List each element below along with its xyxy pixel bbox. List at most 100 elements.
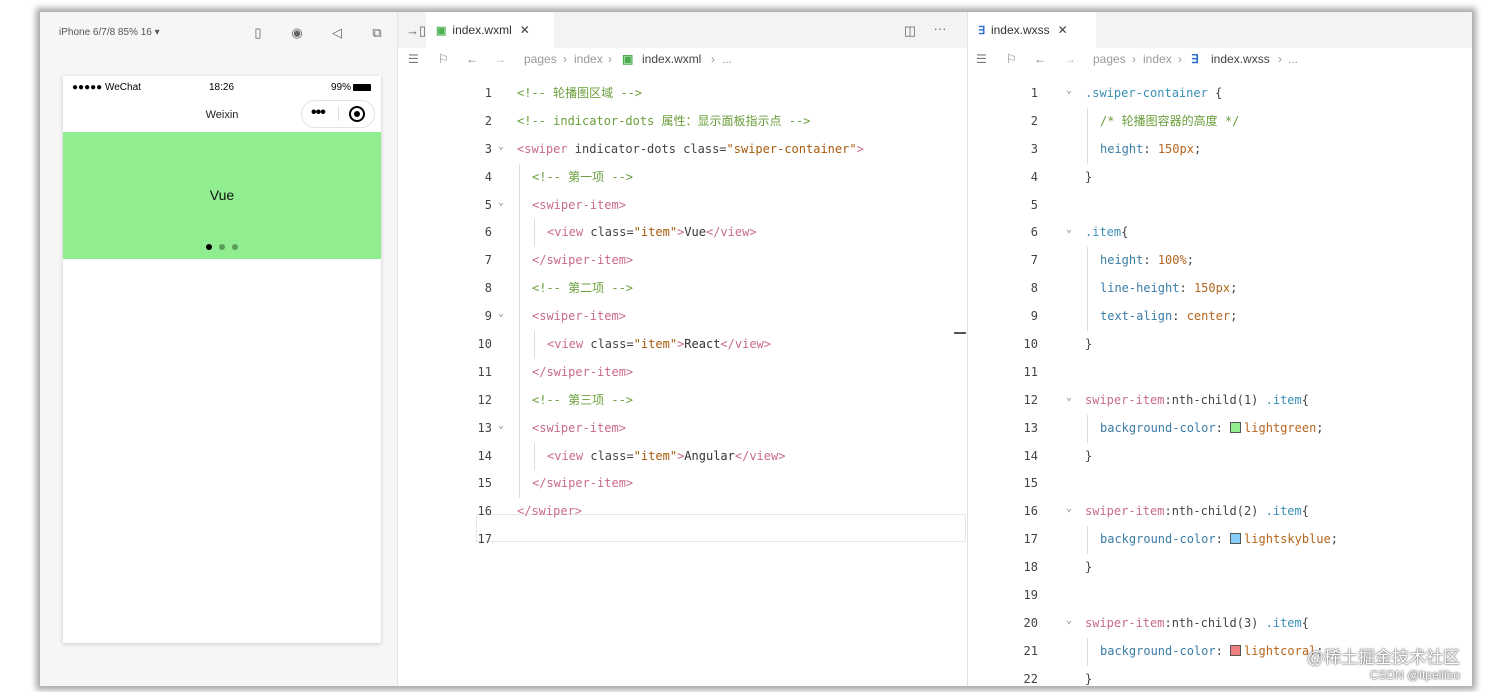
fold-chevron-icon[interactable]: ⌄ [498, 140, 505, 152]
code-line[interactable]: 11 [968, 359, 1472, 387]
code-line[interactable]: 7</swiper-item> [398, 247, 967, 276]
code-line[interactable]: 12⌄swiper-item:nth-child(1) .item{ [968, 387, 1472, 415]
fold-chevron-icon[interactable]: ⌄ [1066, 224, 1073, 236]
device-selector[interactable]: iPhone 6/7/8 85% 16 ▾ [59, 27, 160, 38]
fold-chevron-icon[interactable]: ⌄ [498, 419, 505, 431]
code-line[interactable]: 13⌄<swiper-item> [398, 414, 967, 443]
toggle-sidebar-icon[interactable]: →▯ [406, 23, 427, 38]
color-swatch-icon[interactable] [1230, 533, 1242, 545]
code-line[interactable]: 3⌄<swiper indicator-dots class="swiper-c… [398, 136, 967, 164]
more-icon[interactable]: ••• [311, 104, 326, 121]
indicator-dot[interactable] [232, 244, 238, 250]
indent-guide [1087, 526, 1088, 555]
fold-chevron-icon[interactable]: ⌄ [498, 308, 505, 320]
fold-chevron-icon[interactable]: ⌄ [1066, 85, 1073, 96]
close-miniprogram-icon[interactable] [349, 106, 365, 122]
code-line[interactable]: 2/* 轮播图容器的高度 */ [968, 107, 1472, 136]
code-line[interactable]: 1<!-- 轮播图区域 --> [398, 80, 967, 108]
close-tab-icon[interactable]: ✕ [1057, 23, 1068, 37]
forward-arrow-icon[interactable]: → [494, 52, 506, 66]
code-token: 150px [1193, 281, 1231, 296]
tab-index-wxss[interactable]: ∃ index.wxss ✕ [968, 12, 1096, 48]
code-line[interactable]: 14<view class="item">Angular</view> [398, 442, 967, 471]
back-arrow-icon[interactable]: ← [1034, 52, 1046, 66]
split-editor-icon[interactable]: ◫ [903, 23, 917, 38]
code-line[interactable]: 20⌄swiper-item:nth-child(3) .item{ [968, 610, 1472, 638]
swiper-container[interactable]: Vue [63, 132, 381, 259]
code-line[interactable]: 22} [968, 666, 1472, 686]
code-text: </swiper> [517, 498, 582, 526]
back-arrow-icon[interactable]: ← [466, 52, 478, 66]
code-line[interactable]: 8<!-- 第二项 --> [398, 275, 967, 304]
breadcrumb-item[interactable]: index.wxss [1211, 52, 1270, 66]
color-swatch-icon[interactable] [1230, 421, 1242, 433]
code-area[interactable]: 1<!-- 轮播图区域 -->2<!-- indicator-dots 属性：显… [398, 80, 967, 554]
breadcrumb-item[interactable]: index.wxml [642, 52, 702, 66]
code-line[interactable]: 14} [968, 443, 1472, 471]
code-line[interactable]: 11</swiper-item> [398, 358, 967, 387]
line-number: 7 [1030, 253, 1038, 268]
volume-icon[interactable]: ◁ [332, 25, 342, 40]
fold-chevron-icon[interactable]: ⌄ [498, 196, 505, 208]
window-icon[interactable]: ⧉ [372, 25, 382, 40]
indicator-dot[interactable] [219, 244, 225, 250]
forward-arrow-icon[interactable]: → [1064, 52, 1076, 66]
breadcrumb-item[interactable]: ... [1288, 52, 1299, 66]
breadcrumb-item[interactable]: ... [722, 52, 733, 66]
line-number: 2 [484, 113, 492, 128]
more-actions-icon[interactable]: ··· [933, 21, 947, 36]
wxml-editor[interactable]: →▯ ▣ index.wxml ✕ ◫ ··· ☰ ⚐ ← → pages › … [398, 12, 968, 686]
breadcrumb-item[interactable]: index [574, 52, 603, 66]
list-icon[interactable]: ☰ [408, 52, 419, 66]
wxss-editor[interactable]: ∃ index.wxss ✕ ☰ ⚐ ← → pages › index › ∃… [968, 12, 1472, 686]
fold-chevron-icon[interactable]: ⌄ [1066, 503, 1073, 515]
code-line[interactable]: 17 [398, 526, 967, 554]
code-line[interactable]: 19 [968, 582, 1472, 610]
code-line[interactable]: 10<view class="item">React</view> [398, 331, 967, 359]
color-swatch-icon[interactable] [1230, 644, 1242, 656]
code-line[interactable]: 12<!-- 第三项 --> [398, 386, 967, 415]
code-token: ; [1186, 253, 1194, 268]
indent-guide [519, 303, 520, 332]
fold-chevron-icon[interactable]: ⌄ [1066, 391, 1073, 403]
close-tab-icon[interactable]: ✕ [519, 23, 530, 37]
list-icon[interactable]: ☰ [976, 52, 987, 66]
code-line[interactable]: 15 [968, 470, 1472, 498]
code-token: ; [1316, 420, 1324, 435]
code-line[interactable]: 15</swiper-item> [398, 470, 967, 499]
breadcrumb-item[interactable]: pages [1093, 52, 1126, 66]
breadcrumb-item[interactable]: pages [524, 52, 557, 66]
code-line[interactable]: 18} [968, 554, 1472, 582]
code-line[interactable]: 16⌄swiper-item:nth-child(2) .item{ [968, 498, 1472, 526]
code-line[interactable]: 5 [968, 192, 1472, 220]
code-line[interactable]: 16</swiper> [398, 498, 967, 526]
code-line[interactable]: 5⌄<swiper-item> [398, 191, 967, 220]
indicator-dot-active[interactable] [206, 244, 212, 250]
bookmark-icon[interactable]: ⚐ [1006, 52, 1017, 66]
code-line[interactable]: 9⌄<swiper-item> [398, 303, 967, 332]
bookmark-icon[interactable]: ⚐ [438, 52, 449, 66]
code-line[interactable]: 2<!-- indicator-dots 属性：显示面板指示点 --> [398, 108, 967, 136]
code-line[interactable]: 4<!-- 第一项 --> [398, 163, 967, 192]
tab-index-wxml[interactable]: ▣ index.wxml ✕ [426, 12, 554, 48]
line-number: 6 [1030, 225, 1038, 240]
code-line[interactable]: 6⌄.item{ [968, 219, 1472, 247]
code-line[interactable]: 10} [968, 331, 1472, 359]
record-icon[interactable]: ◉ [291, 25, 303, 40]
menu-capsule[interactable]: ••• [301, 100, 375, 128]
code-line[interactable]: 4} [968, 164, 1472, 192]
code-line[interactable]: 1⌄.swiper-container { [968, 80, 1472, 108]
fold-chevron-icon[interactable]: ⌄ [1066, 614, 1073, 626]
line-number: 11 [1023, 364, 1038, 379]
breadcrumb-item[interactable]: index [1143, 52, 1172, 66]
phone-icon[interactable]: ▯ [254, 25, 262, 40]
code-line[interactable]: 6<view class="item">Vue</view> [398, 219, 967, 248]
